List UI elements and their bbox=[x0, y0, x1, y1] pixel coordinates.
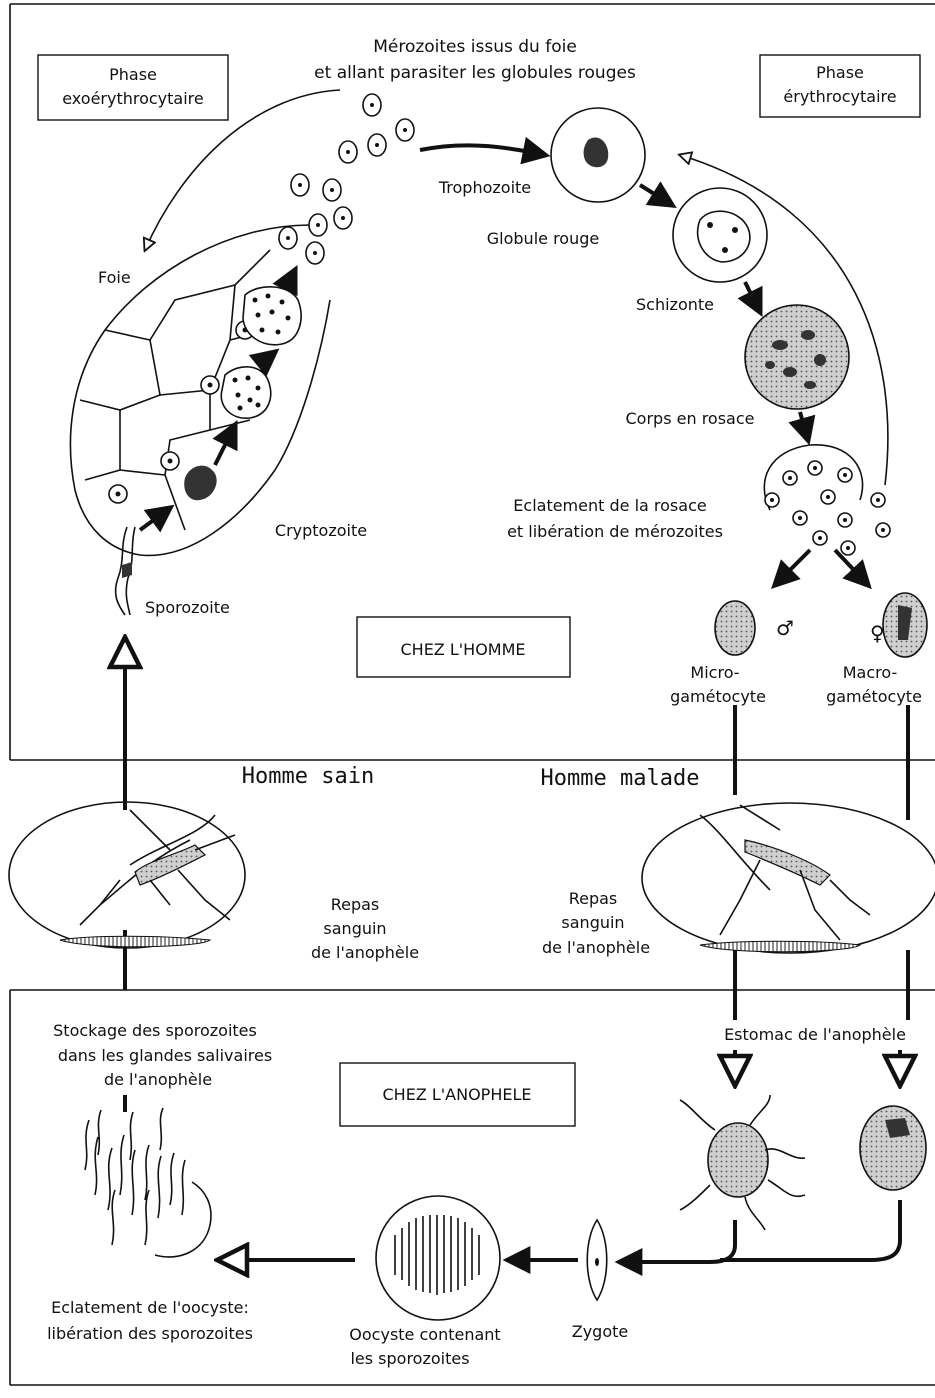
mosquito-oval-right bbox=[642, 803, 935, 953]
corps-en-rosace bbox=[745, 305, 849, 409]
label-eclatement-oocyste-1: Eclatement de l'oocyste: bbox=[51, 1298, 249, 1317]
label-stockage-1: Stockage des sporozoites bbox=[53, 1021, 257, 1040]
label-corps-rosace: Corps en rosace bbox=[626, 409, 755, 428]
label-globule-rouge: Globule rouge bbox=[487, 229, 599, 248]
label-schizonte: Schizonte bbox=[636, 295, 714, 314]
label-trophozoite: Trophozoite bbox=[438, 178, 531, 197]
schizont-liver-mature bbox=[243, 287, 301, 345]
chez-anophele-box: CHEZ L'ANOPHELE bbox=[340, 1063, 575, 1126]
phase-ery-line2: érythrocytaire bbox=[783, 87, 896, 106]
chez-anophele-label: CHEZ L'ANOPHELE bbox=[383, 1085, 532, 1104]
merozoites-title-line2: et allant parasiter les globules rouges bbox=[314, 63, 636, 83]
merozoites-liver bbox=[279, 94, 414, 264]
cryptozoite-stage bbox=[184, 466, 216, 501]
phase-exo-line1: Phase bbox=[109, 65, 157, 84]
oocyst bbox=[376, 1196, 500, 1320]
label-eclatement-rosace-2: et libération de mérozoites bbox=[507, 522, 723, 541]
schizont-liver bbox=[221, 367, 270, 418]
female-symbol: ♀ bbox=[870, 621, 885, 645]
label-foie: Foie bbox=[98, 268, 131, 287]
label-repas-left-2: sanguin bbox=[323, 919, 386, 938]
label-homme-sain: Homme sain bbox=[242, 764, 374, 789]
label-stockage-2: dans les glandes salivaires bbox=[58, 1046, 272, 1065]
phase-exo-box: Phase exoérythrocytaire bbox=[38, 55, 228, 120]
label-repas-right-3: de l'anophèle bbox=[542, 938, 650, 957]
label-micro-2: gamétocyte bbox=[670, 687, 766, 706]
phase-ery-box: Phase érythrocytaire bbox=[760, 55, 920, 117]
label-eclatement-oocyste-2: libération des sporozoites bbox=[47, 1324, 253, 1343]
label-cryptozoite: Cryptozoite bbox=[275, 521, 367, 540]
label-zygote: Zygote bbox=[572, 1322, 629, 1341]
erythrocytic-cycle bbox=[551, 108, 927, 657]
label-repas-right-1: Repas bbox=[569, 889, 618, 908]
label-macro-2: gamétocyte bbox=[826, 687, 922, 706]
label-stockage-3: de l'anophèle bbox=[104, 1070, 212, 1089]
microgametocyte bbox=[715, 601, 755, 655]
label-repas-left-1: Repas bbox=[331, 895, 380, 914]
mosquito-oval-left bbox=[9, 802, 245, 948]
sporozoite-illustration bbox=[116, 527, 135, 615]
macrogamete bbox=[860, 1106, 926, 1190]
label-micro-1: Micro- bbox=[690, 663, 739, 682]
label-estomac: Estomac de l'anophèle bbox=[724, 1025, 906, 1044]
merozoites-title-line1: Mérozoites issus du foie bbox=[373, 37, 577, 57]
released-merozoites bbox=[765, 461, 890, 555]
male-symbol: ♂ bbox=[776, 616, 794, 640]
label-eclatement-rosace-1: Eclatement de la rosace bbox=[513, 496, 706, 515]
chez-homme-box: CHEZ L'HOMME bbox=[357, 617, 570, 677]
label-repas-left-3: de l'anophèle bbox=[311, 943, 419, 962]
chez-homme-label: CHEZ L'HOMME bbox=[400, 640, 525, 659]
phase-ery-line1: Phase bbox=[816, 63, 864, 82]
ruptured-oocyst bbox=[85, 1108, 211, 1257]
label-sporozoite: Sporozoite bbox=[145, 598, 230, 617]
label-oocyste-2: les sporozoites bbox=[350, 1349, 469, 1368]
label-repas-right-2: sanguin bbox=[561, 913, 624, 932]
phase-exo-line2: exoérythrocytaire bbox=[62, 89, 204, 108]
label-oocyste-1: Oocyste contenant bbox=[349, 1325, 500, 1344]
label-homme-malade: Homme malade bbox=[541, 766, 700, 791]
microgamete-exflagellation bbox=[680, 1095, 805, 1230]
label-macro-1: Macro- bbox=[843, 663, 898, 682]
